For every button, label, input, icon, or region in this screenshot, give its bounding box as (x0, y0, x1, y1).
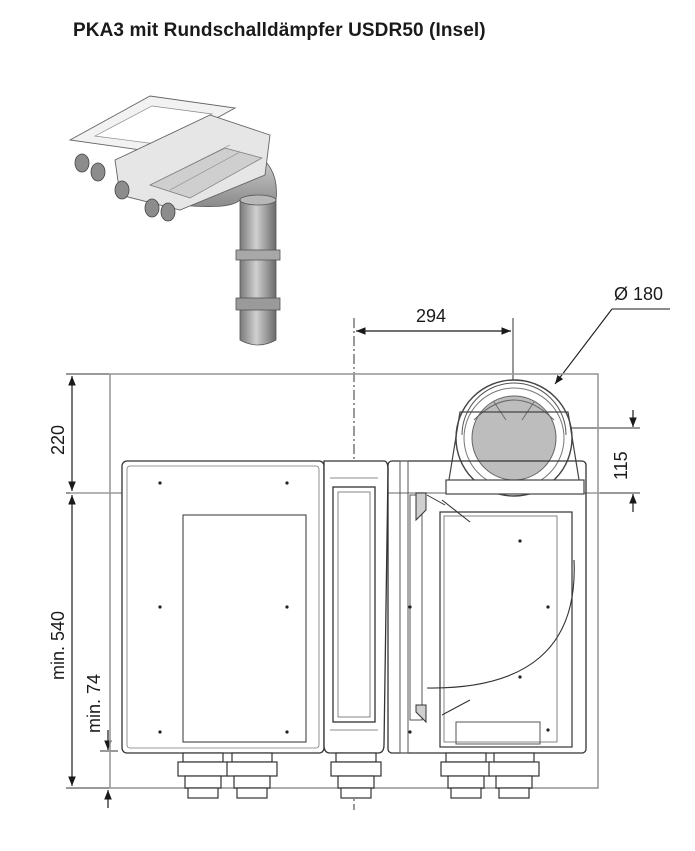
iso-connectors (74, 153, 176, 222)
connector-2 (226, 752, 278, 799)
connector-4 (440, 752, 492, 799)
connector-3 (330, 752, 382, 799)
isometric-view (68, 95, 281, 346)
dimension-min-74: min. 74 (84, 674, 118, 808)
drawing-title: PKA3 mit Rundschalldämpfer USDR50 (Insel… (73, 20, 486, 41)
left-distribution-box (121, 460, 325, 754)
dim-294-label: 294 (416, 306, 446, 326)
right-distribution-box (387, 460, 587, 754)
iso-pipe-lower (239, 199, 277, 346)
dim-74-label: min. 74 (84, 674, 104, 733)
dim-540-label: min. 540 (48, 611, 68, 680)
dimension-diameter-180: Ø 180 (554, 284, 670, 385)
middle-channel (323, 460, 389, 754)
dim-180-label: Ø 180 (614, 284, 663, 304)
round-silencer (455, 379, 573, 497)
dimension-220: 220 (48, 373, 110, 494)
dim-220-label: 220 (48, 425, 68, 455)
connector-5 (488, 752, 540, 799)
bottom-connectors (177, 752, 540, 799)
dimension-min-540: min. 540 (48, 495, 110, 789)
connector-1 (177, 752, 229, 799)
dim-115-label: 115 (611, 451, 631, 480)
